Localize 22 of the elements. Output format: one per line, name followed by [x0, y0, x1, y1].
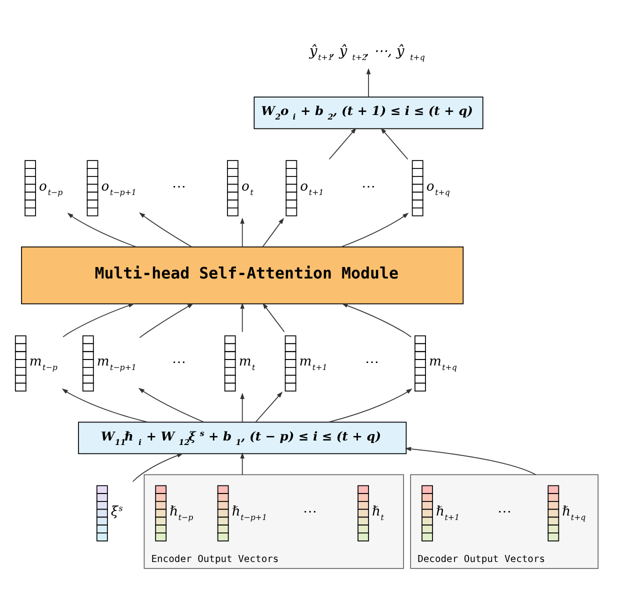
node-label: o$_{t−p}$: [39, 179, 63, 197]
node-label: m$_{t}$: [238, 354, 256, 372]
node-label: o$_{t}$: [241, 179, 254, 197]
node-label: o$_{t−p+1}$: [101, 179, 136, 197]
node-label: m$_{t+1}$: [299, 354, 328, 372]
node-label: m$_{t+q}$: [428, 354, 457, 372]
node-label: o$_{t+1}$: [300, 179, 324, 197]
label: ⋯: [497, 503, 512, 520]
node-label: ℏ$_{t−p}$: [170, 504, 194, 522]
node-label: ℏ$_{t−p+1}$: [232, 504, 268, 522]
node-label: m$_{t−p}$: [29, 354, 58, 372]
node-label: ℏ$_{t+q}$: [562, 504, 586, 522]
label: ⋯: [365, 353, 380, 370]
node-label: m$_{t−p+1}$: [96, 354, 136, 372]
label: ⋯: [362, 178, 376, 194]
node-label: o$_{t+q}$: [426, 179, 450, 197]
node-label: ℏ$_{t+1}$: [436, 504, 460, 522]
node-label: ξ$^{s}$: [110, 504, 123, 520]
label: ⋯: [172, 178, 186, 194]
label: ⋯: [302, 503, 317, 520]
node-label: ℏ$_{t}$: [372, 504, 384, 522]
label: ⋯: [172, 353, 186, 370]
